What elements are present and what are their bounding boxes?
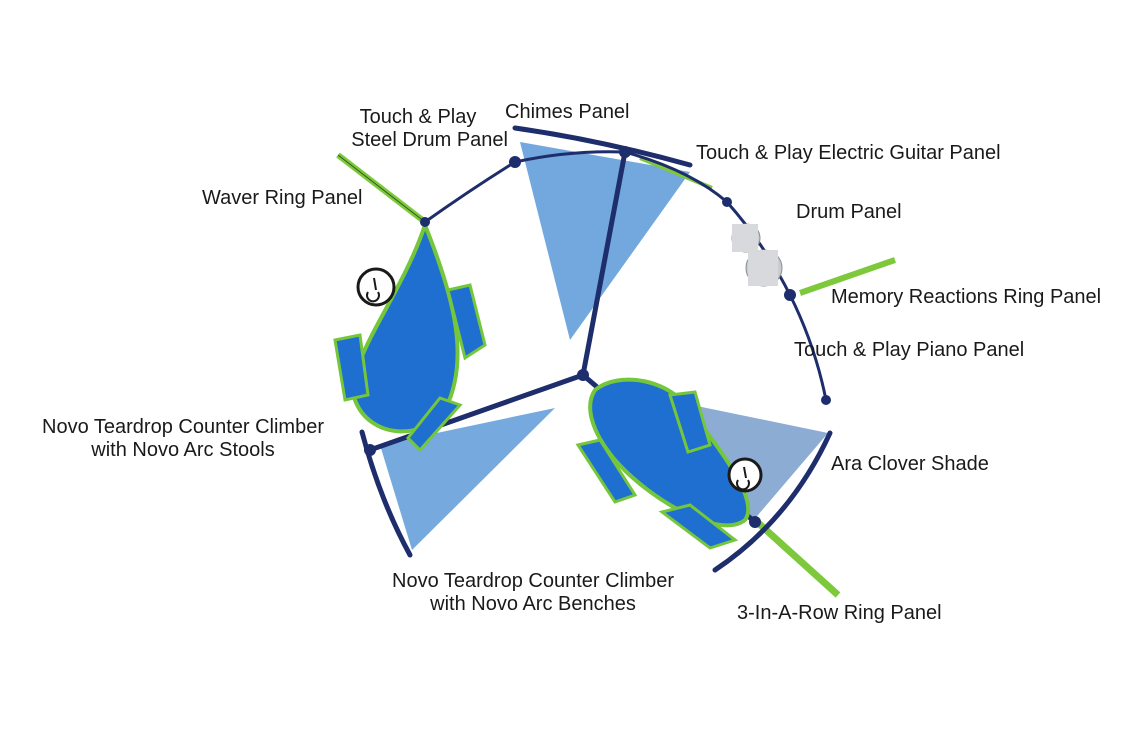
- steel-drum-panel-label-line2: Steel Drum Panel: [351, 129, 508, 151]
- climber-stools-label-line1: Novo Teardrop Counter Climber: [42, 416, 324, 438]
- three-in-a-row-ring-panel-label: 3-In-A-Row Ring Panel: [737, 602, 942, 624]
- climber-benches-label: Novo Teardrop Counter Climber with Novo …: [370, 570, 696, 616]
- steel-drum-panel-label-line1: Touch & Play: [359, 106, 477, 128]
- wheelchair-accessible-icon: [356, 267, 396, 307]
- chimes-panel-label: Chimes Panel: [505, 101, 630, 123]
- climber-right: [575, 377, 751, 550]
- piano-panel-label: Touch & Play Piano Panel: [794, 339, 1025, 361]
- drum-panel-drums: [731, 223, 783, 287]
- waver-ring-panel-label: Waver Ring Panel: [202, 187, 363, 209]
- climber-benches-label-line2: with Novo Arc Benches: [430, 593, 636, 615]
- climber-left: [333, 219, 487, 453]
- climber-benches-label-line1: Novo Teardrop Counter Climber: [392, 570, 674, 592]
- ara-clover-shade-label: Ara Clover Shade: [831, 453, 989, 475]
- memory-reactions-ring-panel-label: Memory Reactions Ring Panel: [831, 286, 1102, 308]
- electric-guitar-panel-label: Touch & Play Electric Guitar Panel: [696, 142, 1001, 164]
- climber-stools-label-line2: with Novo Arc Stools: [91, 439, 275, 461]
- steel-drum-panel-label: Touch & Play Steel Drum Panel: [328, 106, 508, 152]
- frame-joints: [364, 146, 831, 528]
- drum-panel-label: Drum Panel: [796, 201, 902, 223]
- climber-stools-label: Novo Teardrop Counter Climber with Novo …: [20, 416, 346, 462]
- wheelchair-accessible-icon: [727, 457, 763, 493]
- shade-sail-top: [520, 142, 690, 340]
